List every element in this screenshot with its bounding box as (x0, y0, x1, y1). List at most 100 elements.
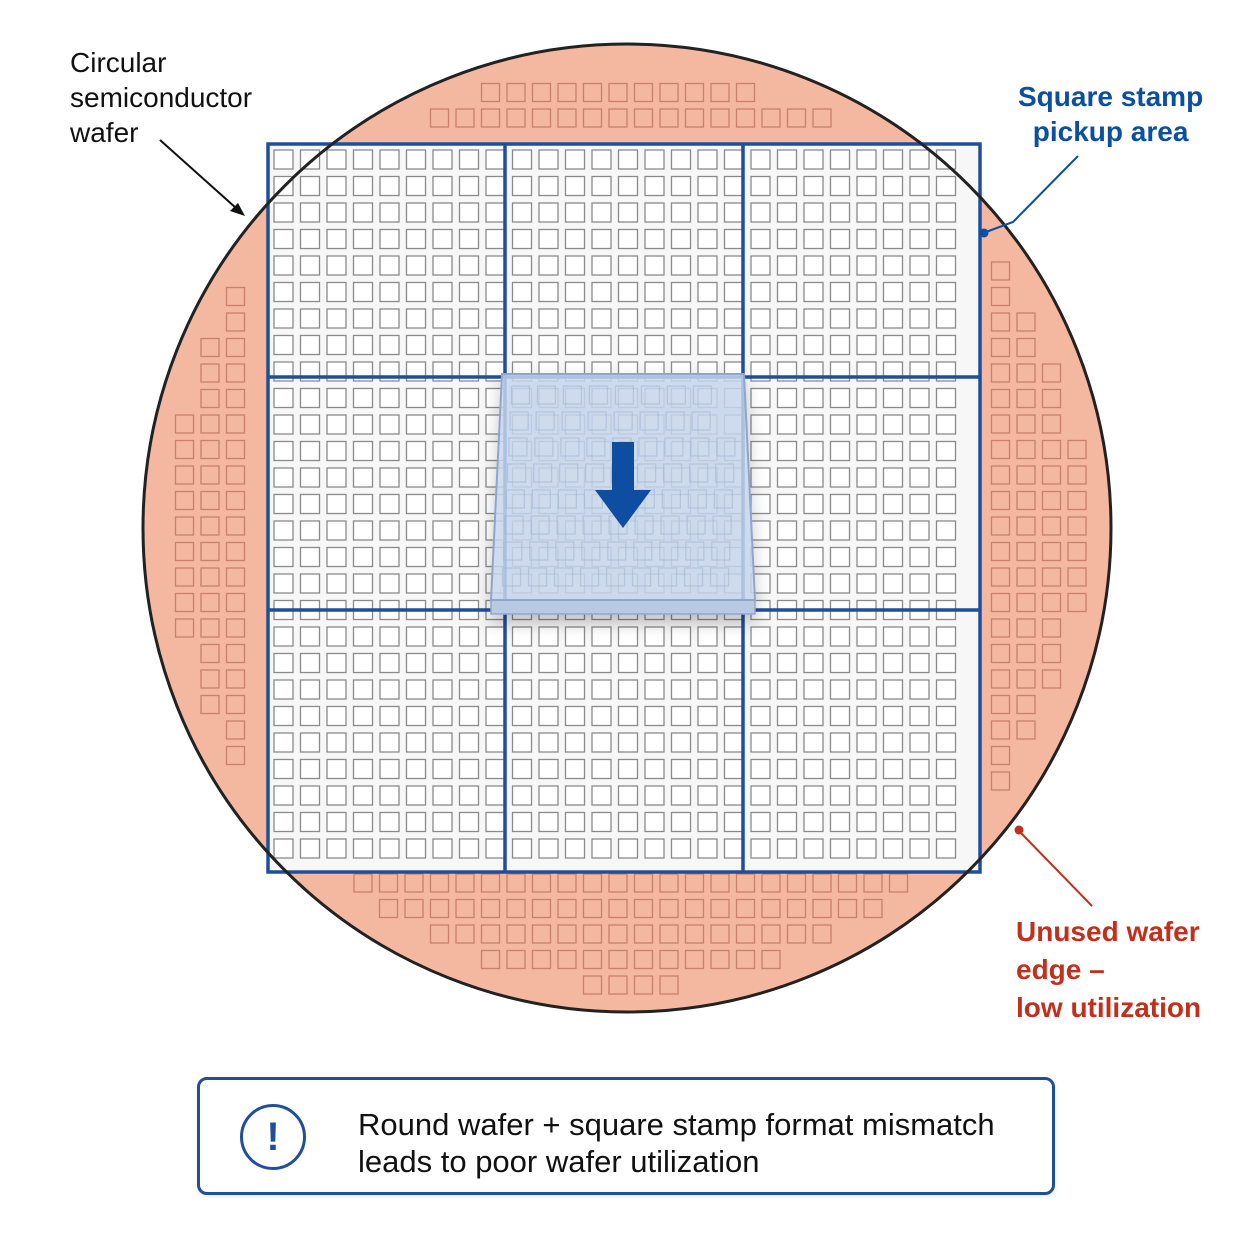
edge-die (1041, 618, 1062, 638)
edge-die (837, 898, 858, 919)
inner-die (882, 705, 904, 727)
inner-die (803, 387, 824, 409)
inner-die (776, 626, 798, 647)
edge-die (659, 82, 679, 103)
inner-die (644, 255, 665, 276)
inner-die (909, 255, 930, 276)
edge-die (200, 567, 220, 587)
inner-die (405, 626, 427, 647)
inner-die (856, 281, 877, 303)
edge-die (1041, 363, 1062, 383)
stamp-face-die (555, 541, 575, 561)
stamp-face-die (581, 541, 601, 561)
edge-die (1016, 669, 1036, 689)
inner-die (776, 705, 798, 727)
edge-die (353, 873, 373, 893)
inner-die (697, 149, 718, 170)
inner-die (352, 334, 374, 356)
inner-die (379, 758, 400, 780)
inner-die (670, 838, 692, 859)
edge-die (200, 337, 220, 358)
edge-die (990, 261, 1011, 281)
inner-die (723, 334, 745, 356)
inner-die (882, 573, 904, 594)
inner-die (379, 838, 400, 859)
edge-die (531, 82, 552, 103)
edge-die (633, 873, 654, 893)
inner-die (856, 334, 877, 356)
inner-die (405, 255, 427, 276)
inner-die (750, 228, 771, 250)
edge-die (582, 924, 603, 944)
inner-die (432, 546, 453, 568)
inner-die (803, 334, 824, 356)
inner-die (803, 652, 824, 674)
inner-die (432, 467, 453, 488)
inner-die (909, 705, 930, 727)
stamp-face-die (636, 463, 657, 483)
inner-die (803, 202, 824, 223)
edge-die (200, 643, 220, 664)
inner-die (379, 440, 400, 462)
inner-die (723, 626, 745, 647)
inner-die (432, 149, 453, 170)
inner-die (273, 679, 294, 700)
inner-die (511, 228, 533, 250)
inner-die (352, 811, 374, 833)
inner-die (326, 493, 347, 515)
edge-die (1041, 567, 1062, 587)
inner-die (485, 626, 506, 647)
inner-die (511, 838, 533, 859)
inner-die (299, 732, 321, 753)
stamp-face-die (712, 515, 732, 535)
inner-die (803, 175, 824, 197)
inner-die (299, 467, 321, 488)
edge-die (429, 898, 450, 919)
inner-die (326, 440, 347, 462)
inner-die (352, 414, 374, 435)
inner-die (617, 308, 639, 329)
stamp-face-die (687, 489, 708, 509)
wafer-outline (141, 42, 1113, 1014)
inner-die (326, 758, 347, 780)
stamp-face-die (711, 541, 731, 561)
edge-die (1016, 592, 1036, 613)
inner-die (909, 493, 930, 515)
inner-die (591, 732, 612, 753)
inner-die (326, 652, 347, 674)
inner-die (352, 149, 374, 170)
inner-die (405, 175, 427, 197)
inner-die (829, 758, 851, 780)
edge-die (225, 516, 246, 536)
edge-die (735, 924, 756, 944)
stamp-face-die (690, 437, 710, 457)
edge-die (1041, 541, 1062, 562)
edge-die (225, 592, 246, 613)
edge-die (633, 108, 654, 128)
inner-die (803, 414, 824, 435)
inner-die (273, 705, 294, 727)
inner-die (432, 414, 453, 435)
inner-die (882, 679, 904, 700)
inner-die (405, 149, 427, 170)
inner-die (882, 334, 904, 356)
inner-die (405, 467, 427, 488)
inner-die (803, 467, 824, 488)
inner-die (352, 679, 374, 700)
inner-die (882, 811, 904, 833)
inner-die (803, 255, 824, 276)
edge-die (608, 975, 628, 995)
inner-die (670, 652, 692, 674)
inner-die (352, 440, 374, 462)
inner-die (750, 175, 771, 197)
inner-die (617, 652, 639, 674)
inner-die (697, 255, 718, 276)
inner-die (644, 679, 665, 700)
inner-die (405, 732, 427, 753)
inner-die (432, 334, 453, 356)
inner-die (326, 308, 347, 329)
edge-die (608, 949, 628, 970)
callout-line: leads to poor wafer utilization (358, 1144, 760, 1179)
inner-die (644, 838, 665, 859)
inner-die (750, 281, 771, 303)
